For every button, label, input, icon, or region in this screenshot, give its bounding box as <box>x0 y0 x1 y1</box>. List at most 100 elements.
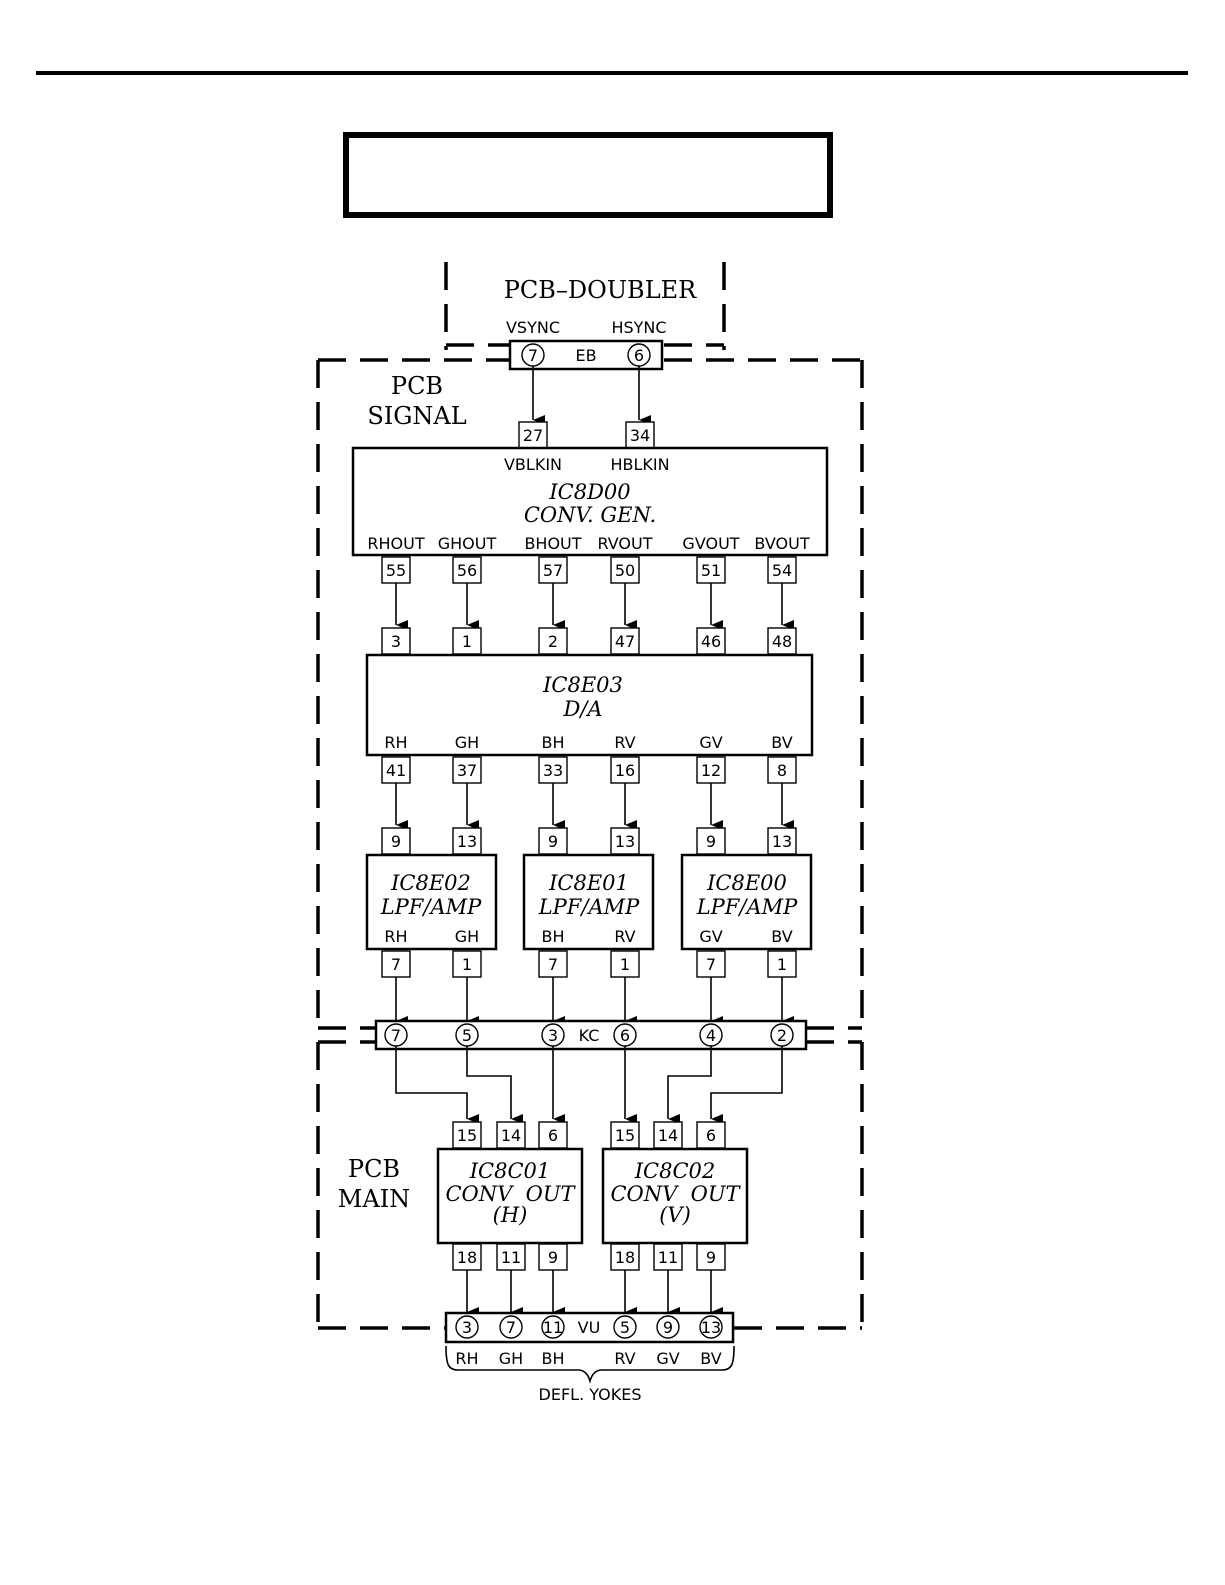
pcb-signal-outline <box>316 358 864 1030</box>
svg-text:18: 18 <box>457 1248 477 1267</box>
title-box <box>343 132 833 218</box>
svg-text:9: 9 <box>548 1248 558 1267</box>
svg-text:7: 7 <box>391 955 401 974</box>
svg-text:BH: BH <box>541 1349 564 1368</box>
ic8e03-output-pins: 41 37 33 16 12 8 <box>381 756 797 784</box>
svg-text:47: 47 <box>615 632 635 651</box>
svg-text:55: 55 <box>386 561 406 580</box>
ic8e03-to-lpf-wires <box>395 783 794 830</box>
svg-text:RH: RH <box>384 927 407 946</box>
ic8d00-pin-34: 34 <box>630 426 650 445</box>
svg-text:GV: GV <box>656 1349 679 1368</box>
svg-text:9: 9 <box>391 832 401 851</box>
svg-text:(H): (H) <box>493 1203 528 1227</box>
svg-text:51: 51 <box>701 561 721 580</box>
svg-text:CONV OUT: CONV OUT <box>610 1182 741 1206</box>
svg-text:16: 16 <box>615 761 635 780</box>
ic8d00-hblkin: HBLKIN <box>610 455 669 474</box>
svg-text:11: 11 <box>658 1248 678 1267</box>
pcb-main-outline <box>316 1040 864 1330</box>
svg-text:LPF/AMP: LPF/AMP <box>538 895 640 919</box>
svg-text:IC8E00: IC8E00 <box>706 871 787 895</box>
svg-text:BV: BV <box>771 927 792 946</box>
svg-text:9: 9 <box>706 832 716 851</box>
svg-text:GV: GV <box>699 733 722 752</box>
svg-text:EB: EB <box>575 346 596 365</box>
svg-text:7: 7 <box>706 955 716 974</box>
lpf-to-kc-wires <box>395 977 794 1026</box>
svg-text:18: 18 <box>615 1248 635 1267</box>
svg-text:9: 9 <box>663 1318 673 1337</box>
vu-signal-labels: RH GH BH RV GV BV <box>455 1349 721 1368</box>
svg-text:CONV OUT: CONV OUT <box>445 1182 576 1206</box>
lpf-output-pins: 7 1 7 1 7 1 <box>381 950 797 978</box>
ic8e02-chip: IC8E02 LPF/AMP RH GH <box>365 853 498 951</box>
pcb-doubler-outline <box>444 262 726 350</box>
svg-text:54: 54 <box>772 561 792 580</box>
svg-text:12: 12 <box>701 761 721 780</box>
svg-text:BVOUT: BVOUT <box>754 534 809 553</box>
svg-text:KC: KC <box>579 1026 600 1045</box>
svg-text:33: 33 <box>543 761 563 780</box>
svg-text:2: 2 <box>777 1026 787 1045</box>
svg-text:1: 1 <box>462 955 472 974</box>
vu-connector: 3 7 11 5 9 13 VU <box>444 1311 735 1344</box>
svg-text:LPF/AMP: LPF/AMP <box>380 895 482 919</box>
eb-connector: 7 6 EB <box>508 339 664 371</box>
svg-text:3: 3 <box>548 1026 558 1045</box>
ic8d00-box <box>351 446 829 557</box>
svg-text:BHOUT: BHOUT <box>524 534 581 553</box>
defl-yokes-brace <box>445 1345 735 1384</box>
ic8e00-chip: IC8E00 LPF/AMP GV BV <box>680 853 813 951</box>
svg-text:IC8C02: IC8C02 <box>634 1159 716 1183</box>
svg-text:56: 56 <box>457 561 477 580</box>
svg-text:1: 1 <box>777 955 787 974</box>
svg-text:IC8E01: IC8E01 <box>548 871 629 895</box>
svg-text:RVOUT: RVOUT <box>598 534 653 553</box>
ic8d00-vblkin: VBLKIN <box>504 455 562 474</box>
svg-text:6: 6 <box>706 1126 716 1145</box>
svg-text:GHOUT: GHOUT <box>438 534 497 553</box>
svg-text:6: 6 <box>620 1026 630 1045</box>
lpf-input-pins: 9 13 9 13 9 13 <box>381 827 797 855</box>
ic8c02-chip: IC8C02 CONV OUT (V) <box>601 1147 749 1245</box>
ic8d00-function: CONV. GEN. <box>524 503 656 527</box>
ic8e03-output-labels: RH GH BH RV GV BV <box>384 733 792 752</box>
svg-text:13: 13 <box>701 1318 721 1337</box>
kc-to-out-wires <box>395 1046 783 1124</box>
pcb-signal-label-1: PCB <box>391 372 443 400</box>
svg-text:13: 13 <box>615 832 635 851</box>
svg-text:7: 7 <box>528 346 538 365</box>
svg-text:8: 8 <box>777 761 787 780</box>
defl-yokes-label: DEFL. YOKES <box>539 1385 642 1404</box>
svg-text:BH: BH <box>541 733 564 752</box>
svg-text:1: 1 <box>462 632 472 651</box>
svg-text:6: 6 <box>634 346 644 365</box>
svg-text:57: 57 <box>543 561 563 580</box>
kc-connector: 7 5 3 6 4 2 KC <box>374 1019 808 1051</box>
svg-text:4: 4 <box>706 1026 716 1045</box>
svg-text:5: 5 <box>620 1318 630 1337</box>
svg-text:15: 15 <box>457 1126 477 1145</box>
svg-text:GH: GH <box>455 927 479 946</box>
ic8d00-name: IC8D00 <box>548 480 630 504</box>
svg-text:RV: RV <box>614 1349 635 1368</box>
ic8d00-output-pins: 55 56 57 50 51 54 <box>381 556 797 584</box>
svg-text:13: 13 <box>772 832 792 851</box>
pcb-signal-label-2: SIGNAL <box>367 402 466 430</box>
svg-text:GVOUT: GVOUT <box>682 534 739 553</box>
svg-text:IC8C01: IC8C01 <box>469 1159 551 1183</box>
svg-text:7: 7 <box>548 955 558 974</box>
svg-text:46: 46 <box>701 632 721 651</box>
ic8e03-function: D/A <box>562 697 602 721</box>
svg-text:5: 5 <box>462 1026 472 1045</box>
svg-text:7: 7 <box>391 1026 401 1045</box>
svg-text:RV: RV <box>614 927 635 946</box>
svg-text:BV: BV <box>771 733 792 752</box>
ic8d00-pin-27: 27 <box>523 426 543 445</box>
svg-text:3: 3 <box>391 632 401 651</box>
svg-text:VU: VU <box>578 1318 601 1337</box>
ic8d00-output-labels: RHOUT GHOUT BHOUT RVOUT GVOUT BVOUT <box>367 534 809 553</box>
ic8d00-to-ic8e03-wires <box>395 583 794 630</box>
